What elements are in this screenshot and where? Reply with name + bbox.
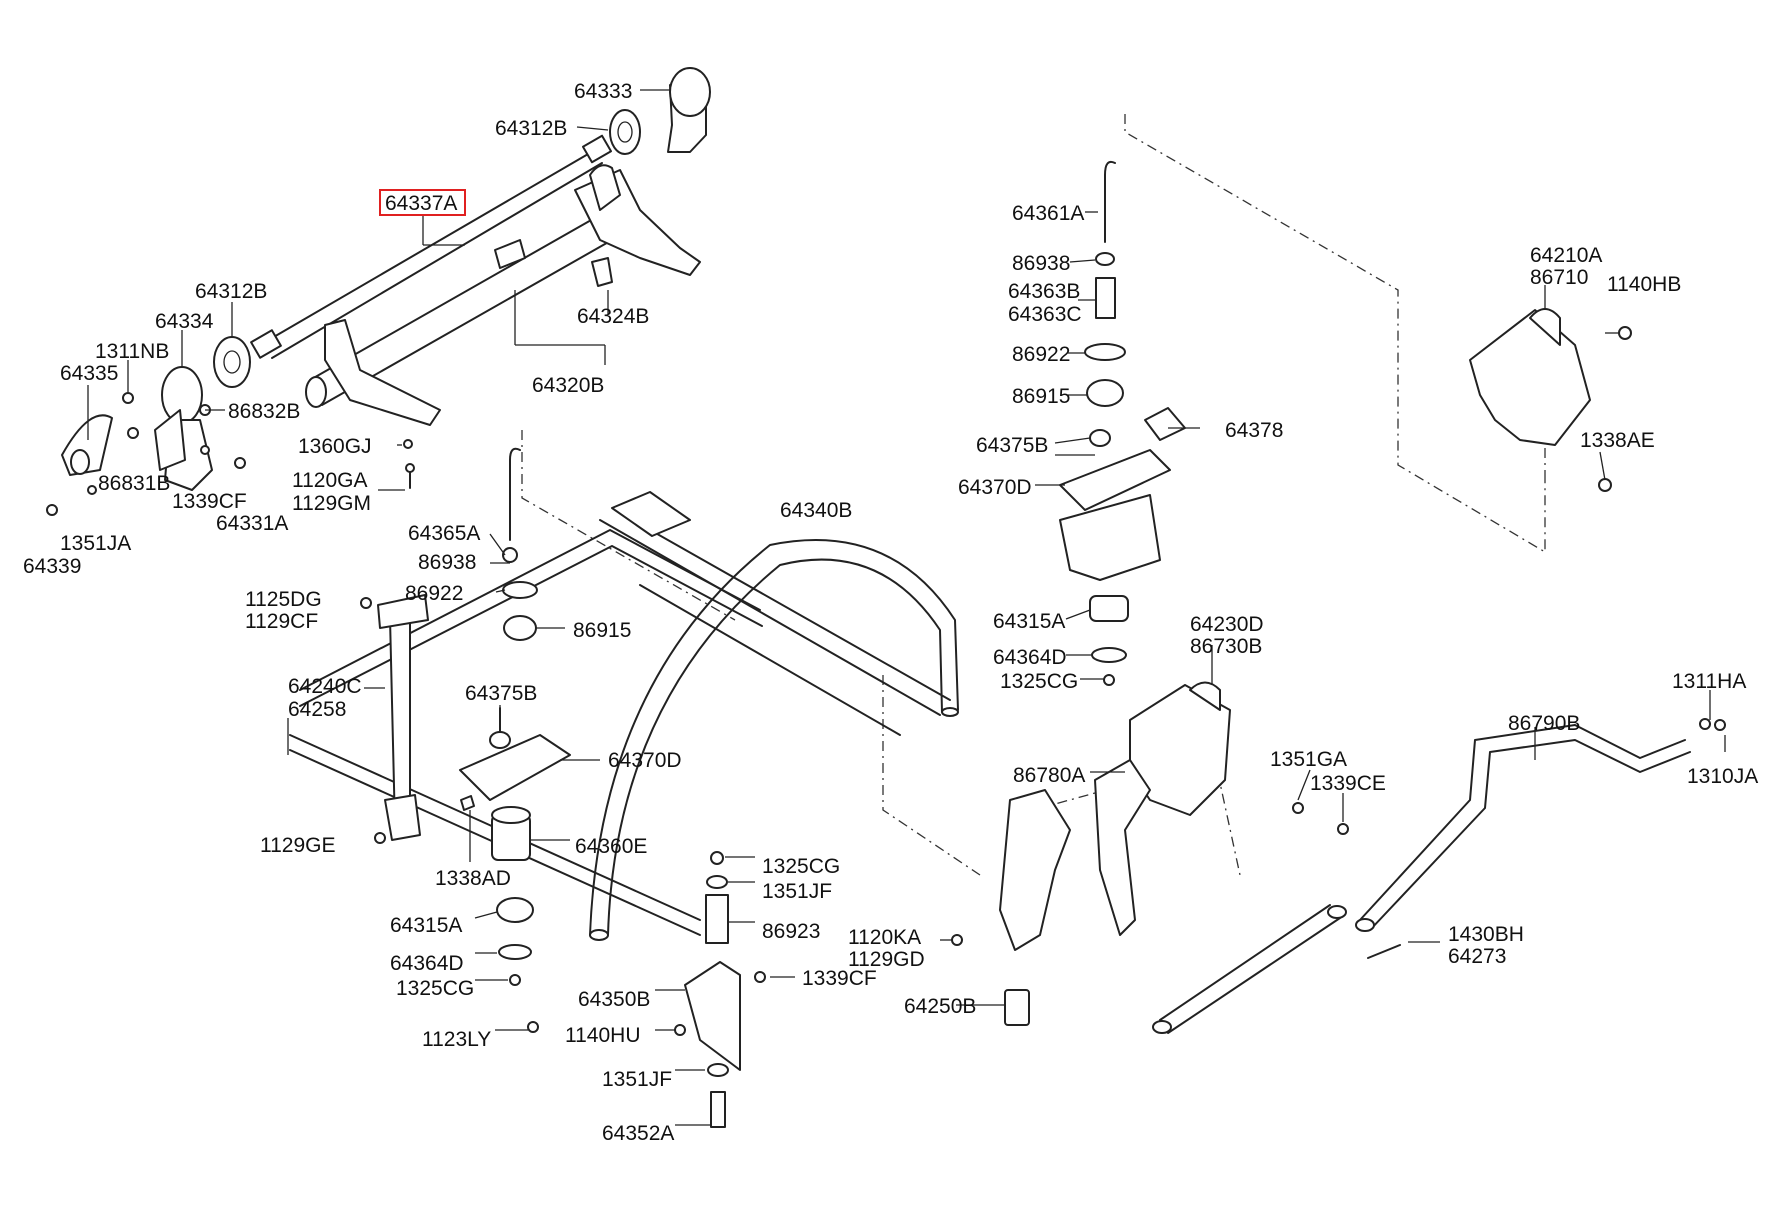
lever-assembly	[951, 681, 1726, 1034]
part-label-1311NB[interactable]: 1311NB	[95, 340, 169, 363]
part-label-64315A-left[interactable]: 64315A	[390, 914, 462, 937]
part-label-1310JA[interactable]: 1310JA	[1687, 765, 1758, 788]
part-label-64258[interactable]: 64258	[288, 698, 346, 721]
part-label-86923[interactable]: 86923	[762, 920, 820, 943]
part-labels: 64333 64312B 64337A 64312B 64334 64324B …	[23, 80, 1758, 1145]
part-label-1325CG-bottom[interactable]: 1325CG	[396, 977, 474, 1000]
part-label-86832B[interactable]: 86832B	[228, 400, 300, 423]
part-label-64375B-right[interactable]: 64375B	[976, 434, 1048, 457]
part-label-1311HA[interactable]: 1311HA	[1672, 670, 1746, 693]
part-label-64364D-left[interactable]: 64364D	[390, 952, 464, 975]
part-label-64334[interactable]: 64334	[155, 310, 214, 333]
part-label-64363C[interactable]: 64363C	[1008, 303, 1082, 326]
part-label-1339CF-top[interactable]: 1339CF	[172, 490, 247, 513]
part-label-64375B-left[interactable]: 64375B	[465, 682, 537, 705]
part-label-1339CF-bottom[interactable]: 1339CF	[802, 967, 877, 990]
part-label-1129GD[interactable]: 1129GD	[848, 948, 925, 971]
part-label-1351JA[interactable]: 1351JA	[60, 532, 131, 555]
part-label-86710[interactable]: 86710	[1530, 266, 1588, 289]
part-label-64333[interactable]: 64333	[574, 80, 632, 103]
part-label-64312B-left[interactable]: 64312B	[195, 280, 267, 303]
part-label-86730B[interactable]: 86730B	[1190, 635, 1262, 658]
part-label-64337A[interactable]: 64337A	[385, 192, 457, 215]
part-label-64378[interactable]: 64378	[1225, 419, 1283, 442]
right-bracket-assembly	[1469, 308, 1632, 492]
part-label-86938-left[interactable]: 86938	[418, 551, 476, 574]
part-label-64230D[interactable]: 64230D	[1190, 613, 1264, 636]
part-label-1140HB[interactable]: 1140HB	[1607, 273, 1681, 296]
part-label-64370D-left[interactable]: 64370D	[608, 749, 682, 772]
part-label-1325CG-right[interactable]: 1325CG	[1000, 670, 1078, 693]
part-label-1129GM[interactable]: 1129GM	[292, 492, 371, 515]
part-label-86922-right[interactable]: 86922	[1012, 343, 1070, 366]
part-label-1430BH[interactable]: 1430BH	[1448, 923, 1524, 946]
part-label-1339CE[interactable]: 1339CE	[1310, 772, 1386, 795]
part-label-64360E[interactable]: 64360E	[575, 835, 647, 858]
part-label-1123LY[interactable]: 1123LY	[422, 1028, 491, 1051]
part-label-1351JF-top[interactable]: 1351JF	[762, 880, 832, 903]
part-label-64363B[interactable]: 64363B	[1008, 280, 1080, 303]
part-label-64315A-right[interactable]: 64315A	[993, 610, 1065, 633]
part-label-64340B[interactable]: 64340B	[780, 499, 852, 522]
part-label-64370D-right[interactable]: 64370D	[958, 476, 1032, 499]
part-label-1351JF-bottom[interactable]: 1351JF	[602, 1068, 672, 1091]
part-label-64250B[interactable]: 64250B	[904, 995, 976, 1018]
part-label-86915-right[interactable]: 86915	[1012, 385, 1070, 408]
part-label-86915-left[interactable]: 86915	[573, 619, 631, 642]
part-label-64339[interactable]: 64339	[23, 555, 81, 578]
part-label-1120GA[interactable]: 1120GA	[292, 469, 368, 492]
frame-assembly	[289, 447, 959, 1128]
part-label-64361A[interactable]: 64361A	[1012, 202, 1084, 225]
part-label-1129GE[interactable]: 1129GE	[260, 834, 336, 857]
right-seat-mount	[1059, 160, 1186, 686]
part-label-64273[interactable]: 64273	[1448, 945, 1506, 968]
part-label-1140HU[interactable]: 1140HU	[565, 1024, 641, 1047]
part-label-64364D-right[interactable]: 64364D	[993, 646, 1067, 669]
part-label-64331A[interactable]: 64331A	[216, 512, 288, 535]
part-label-64352A[interactable]: 64352A	[602, 1122, 674, 1145]
part-label-1338AD[interactable]: 1338AD	[435, 867, 511, 890]
part-label-64320B[interactable]: 64320B	[532, 374, 604, 397]
part-label-1129CF[interactable]: 1129CF	[245, 610, 318, 633]
part-label-86780A[interactable]: 86780A	[1013, 764, 1085, 787]
part-label-1338AE[interactable]: 1338AE	[1580, 429, 1655, 452]
part-label-64324B[interactable]: 64324B	[577, 305, 649, 328]
part-label-86790B[interactable]: 86790B	[1508, 712, 1580, 735]
part-label-1120KA[interactable]: 1120KA	[848, 926, 921, 949]
part-label-1351GA[interactable]: 1351GA	[1270, 748, 1347, 771]
part-label-64350B[interactable]: 64350B	[578, 988, 650, 1011]
highlight-box	[379, 189, 466, 216]
part-label-1125DG[interactable]: 1125DG	[245, 588, 322, 611]
part-label-1360GJ[interactable]: 1360GJ	[298, 435, 372, 458]
part-label-64210A[interactable]: 64210A	[1530, 244, 1602, 267]
part-label-64312B-top[interactable]: 64312B	[495, 117, 567, 140]
part-label-86831B[interactable]: 86831B	[98, 472, 170, 495]
part-label-64365A[interactable]: 64365A	[408, 522, 480, 545]
axle-assembly	[46, 67, 711, 516]
leader-lines	[87, 89, 1726, 1126]
part-label-86938-right[interactable]: 86938	[1012, 252, 1070, 275]
part-label-64335[interactable]: 64335	[60, 362, 118, 385]
part-label-86922-left[interactable]: 86922	[405, 582, 463, 605]
part-label-1325CG-left[interactable]: 1325CG	[762, 855, 840, 878]
part-label-64240C[interactable]: 64240C	[288, 675, 362, 698]
